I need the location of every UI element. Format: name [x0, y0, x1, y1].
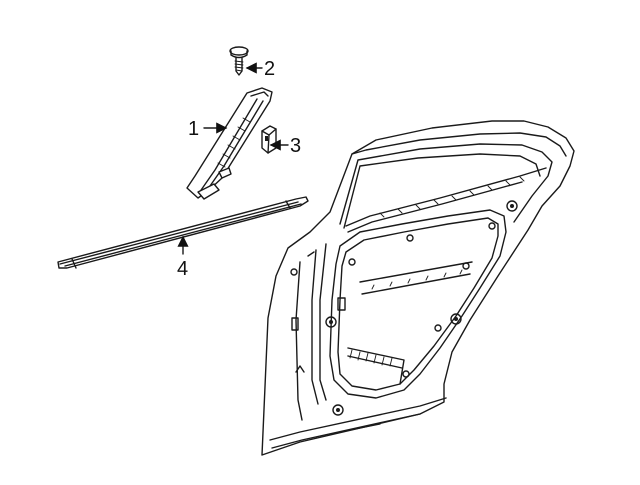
part-4-belt-molding — [57, 196, 309, 269]
callout-label-4: 4 — [177, 258, 188, 280]
part-2-screw — [229, 46, 249, 76]
callout-2: 2 — [245, 58, 275, 80]
callout-label-3: 3 — [290, 135, 301, 157]
callout-3: 3 — [269, 135, 301, 157]
callout-1: 1 — [188, 118, 228, 140]
callout-label-2: 2 — [264, 58, 275, 80]
part-3-clip — [261, 125, 277, 154]
fastener-holes — [290, 200, 518, 416]
door-shell — [261, 120, 575, 456]
callout-label-1: 1 — [188, 118, 199, 140]
callout-4: 4 — [177, 235, 189, 280]
part-1-applique — [186, 87, 273, 200]
